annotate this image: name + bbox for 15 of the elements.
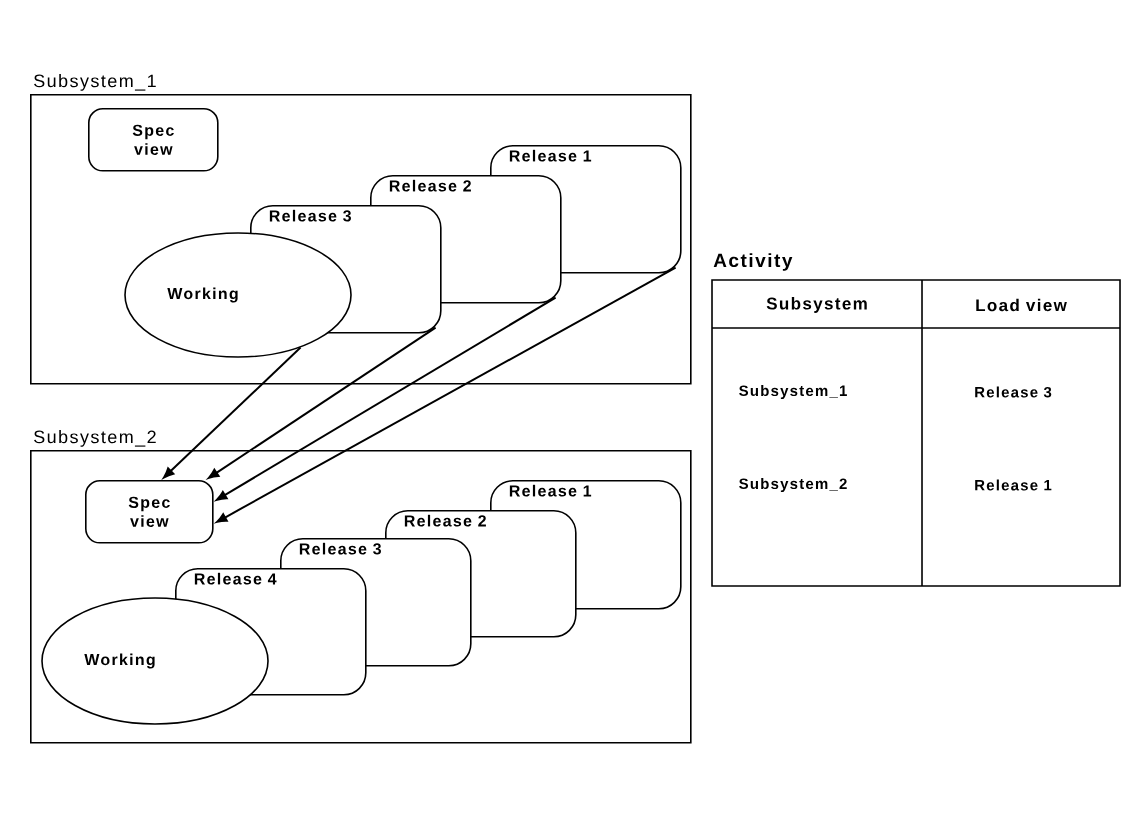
arrow — [207, 326, 437, 479]
column-header: Load view — [976, 298, 1067, 312]
column-header: Subsystem — [766, 297, 867, 313]
arrow — [216, 296, 557, 501]
table-cell: Subsystem_2 — [739, 478, 847, 492]
table-cell: Release 1 — [975, 479, 1052, 491]
table-cell: Release 3 — [975, 386, 1052, 398]
arrow — [163, 346, 302, 479]
view-box: Spec view — [88, 108, 219, 172]
arrow — [216, 266, 677, 523]
view-box: Spec view — [85, 480, 214, 544]
node-label: Subsystem_2 — [34, 430, 156, 447]
node-label: Subsystem_1 — [34, 74, 156, 91]
table-cell: Subsystem_1 — [739, 385, 847, 399]
table-heading: Activity — [713, 253, 793, 271]
